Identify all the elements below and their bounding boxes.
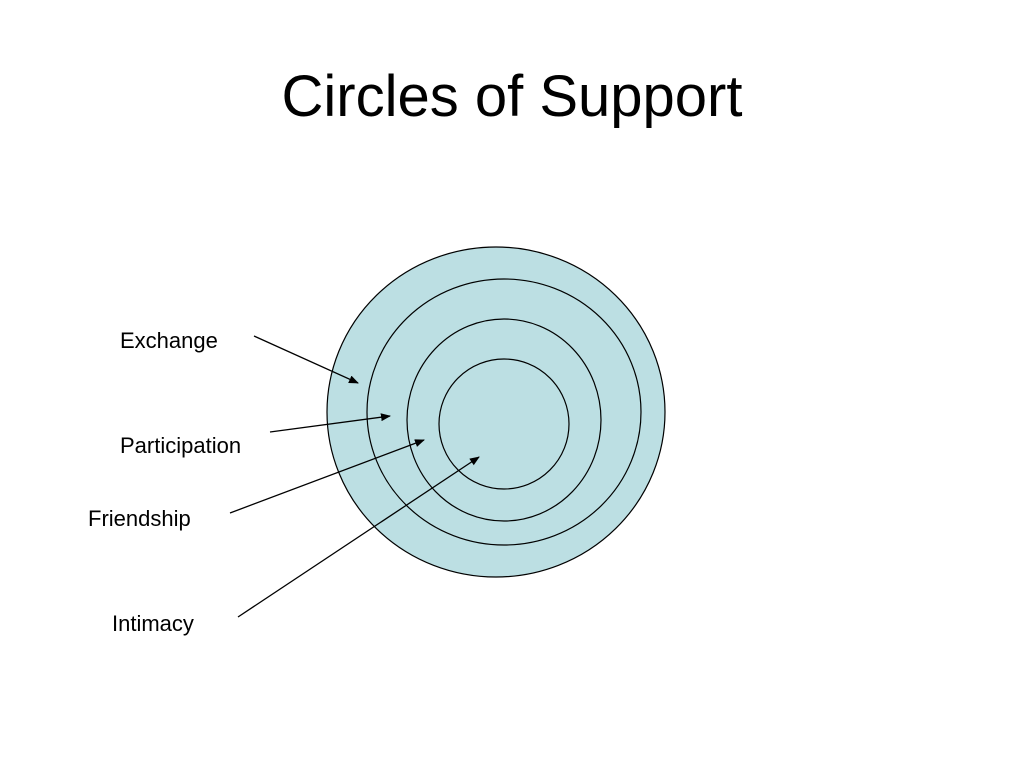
inner-circle-intimacy xyxy=(438,358,570,490)
label-intimacy: Intimacy xyxy=(112,611,194,636)
circle-friendship xyxy=(406,318,602,522)
circle-participation xyxy=(366,278,642,546)
label-exchange: Exchange xyxy=(120,328,218,353)
arrow-exchange xyxy=(253,335,359,384)
arrow-participation xyxy=(269,413,391,433)
arrow-friendship xyxy=(229,439,425,514)
arrow-intimacy xyxy=(237,456,480,618)
label-participation: Participation xyxy=(120,433,242,458)
outer-circle-exchange xyxy=(326,246,666,578)
label-friendship: Friendship xyxy=(88,506,191,531)
slide-title: Circles of Support xyxy=(281,64,743,129)
